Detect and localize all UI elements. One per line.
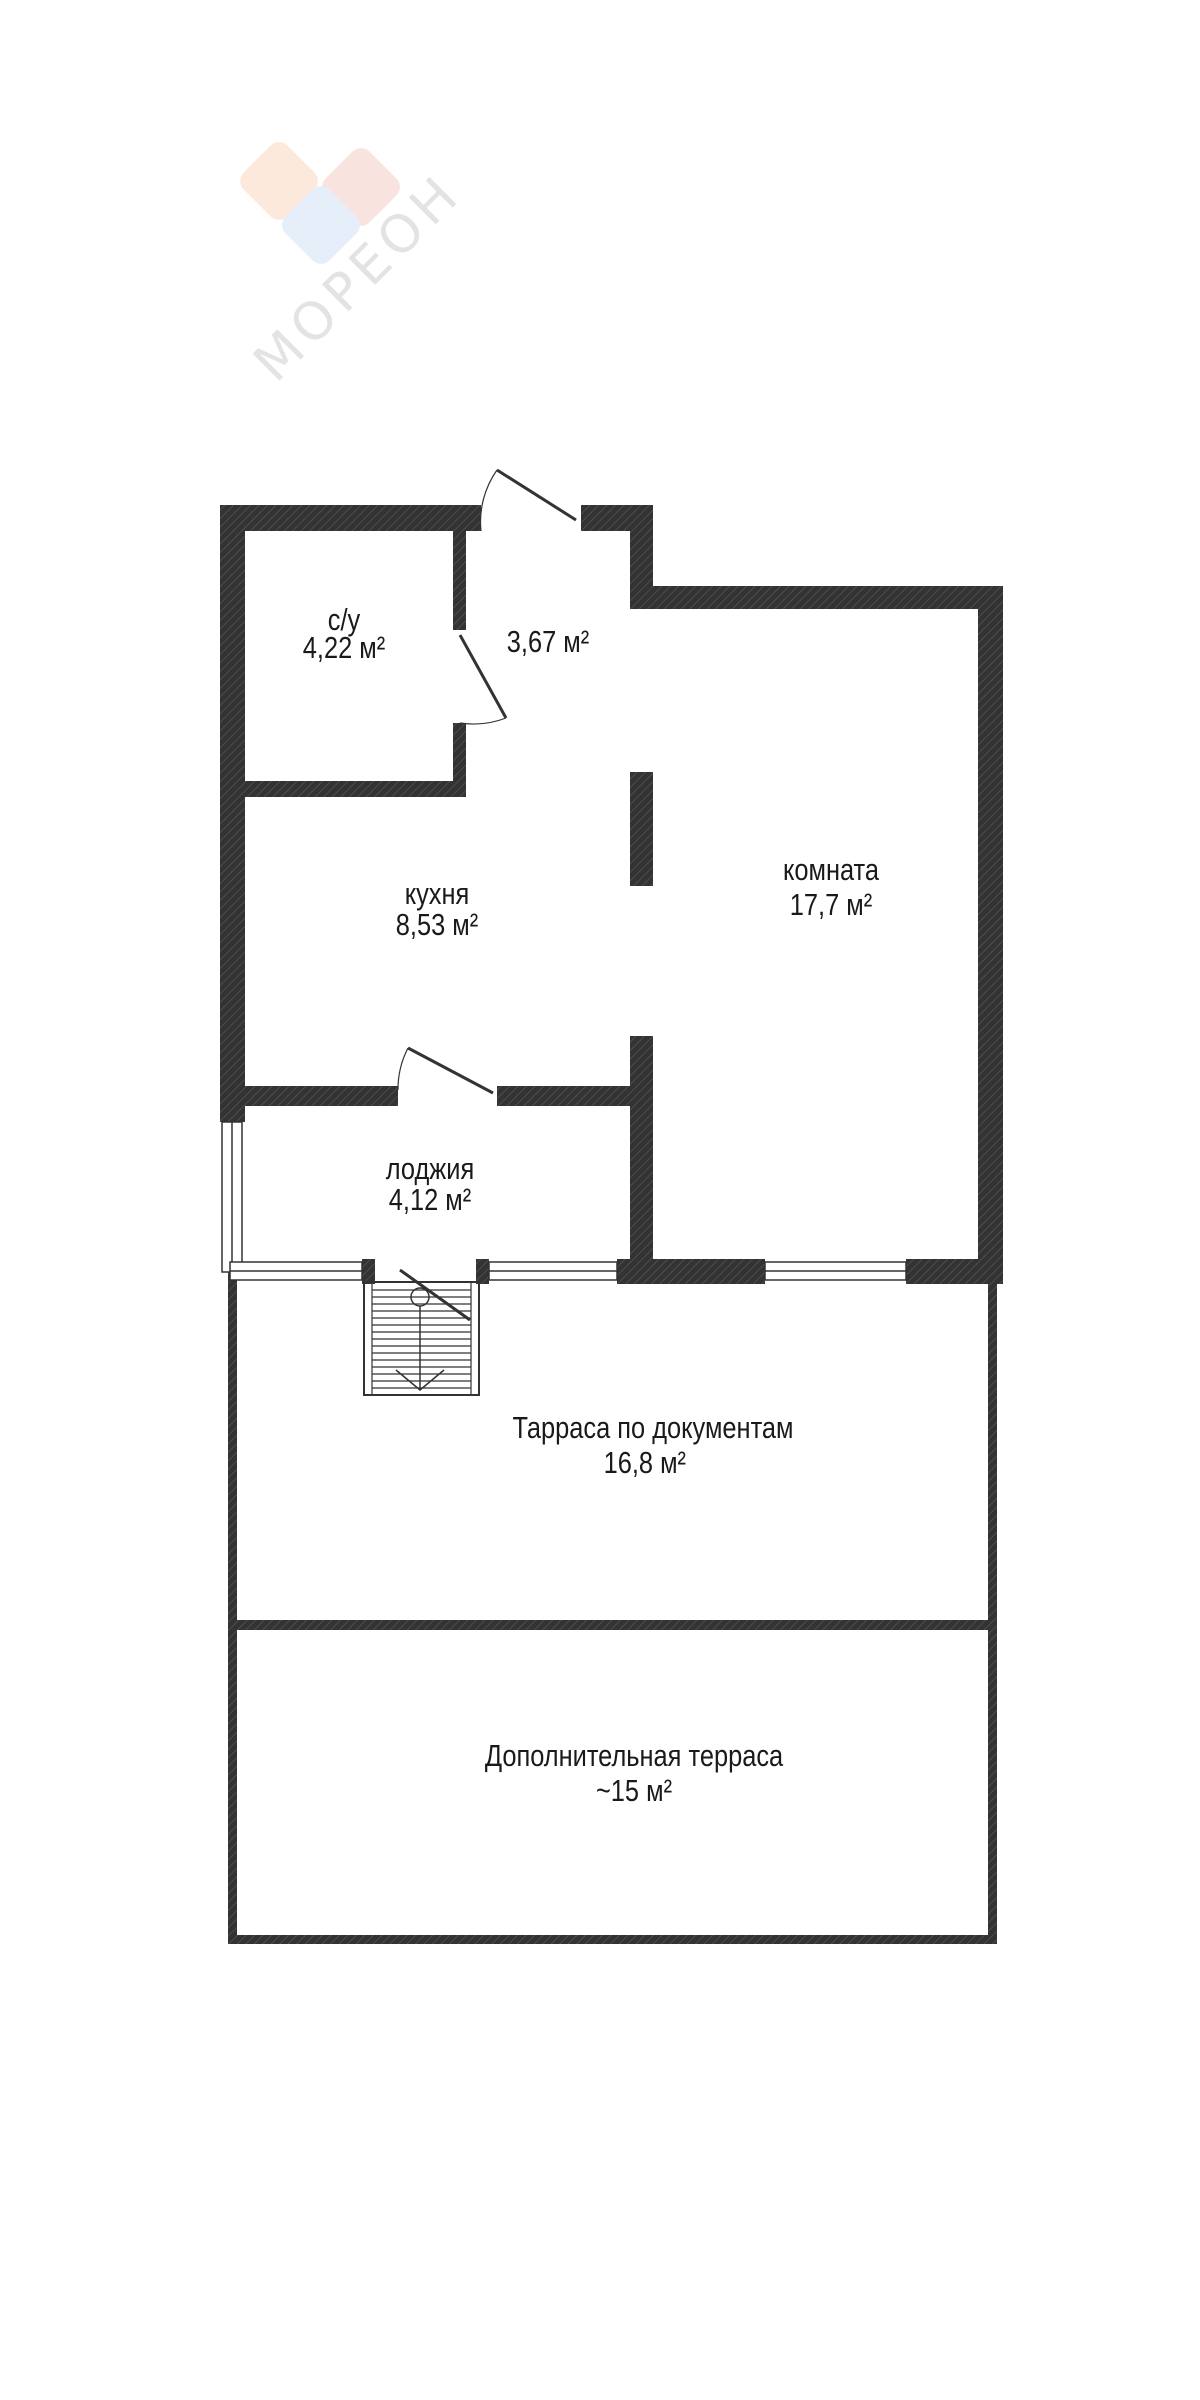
room-name: лоджия	[386, 1152, 474, 1187]
room-extra-terrace: Дополнительная терраса ~15 м²	[485, 1739, 784, 1809]
room-terrace: Тарраса по документам 16,8 м²	[512, 1411, 793, 1481]
room-living: комната 17,7 м²	[783, 853, 879, 923]
room-name: Тарраса по документам	[512, 1411, 793, 1446]
room-bathroom: с/у 4,22 м²	[303, 603, 385, 666]
room-area: 17,7 м²	[790, 888, 872, 923]
doors	[397, 468, 577, 1095]
room-name: с/у	[328, 603, 361, 638]
stairs	[363, 1268, 480, 1396]
room-hallway: 3,67 м²	[507, 625, 589, 660]
room-name: комната	[783, 853, 879, 888]
room-area: 3,67 м²	[507, 625, 589, 660]
watermark-logo: МОРЕОН	[240, 142, 473, 393]
room-area: 16,8 м²	[604, 1446, 686, 1481]
room-kitchen: кухня 8,53 м²	[396, 877, 478, 943]
stair-steps	[372, 1289, 471, 1389]
windows	[221, 1121, 907, 1281]
room-area: 4,22 м²	[303, 631, 385, 666]
room-area: ~15 м²	[596, 1774, 672, 1809]
room-area: 4,12 м²	[389, 1183, 471, 1218]
room-area: 8,53 м²	[396, 908, 478, 943]
room-name: кухня	[405, 877, 470, 912]
room-loggia: лоджия 4,12 м²	[386, 1152, 474, 1218]
terrace-outline	[228, 1272, 997, 1944]
room-labels: с/у 4,22 м² 3,67 м² кухня 8,53 м² комнат…	[303, 603, 879, 1809]
room-name: Дополнительная терраса	[485, 1739, 784, 1774]
walls	[220, 505, 1003, 1284]
